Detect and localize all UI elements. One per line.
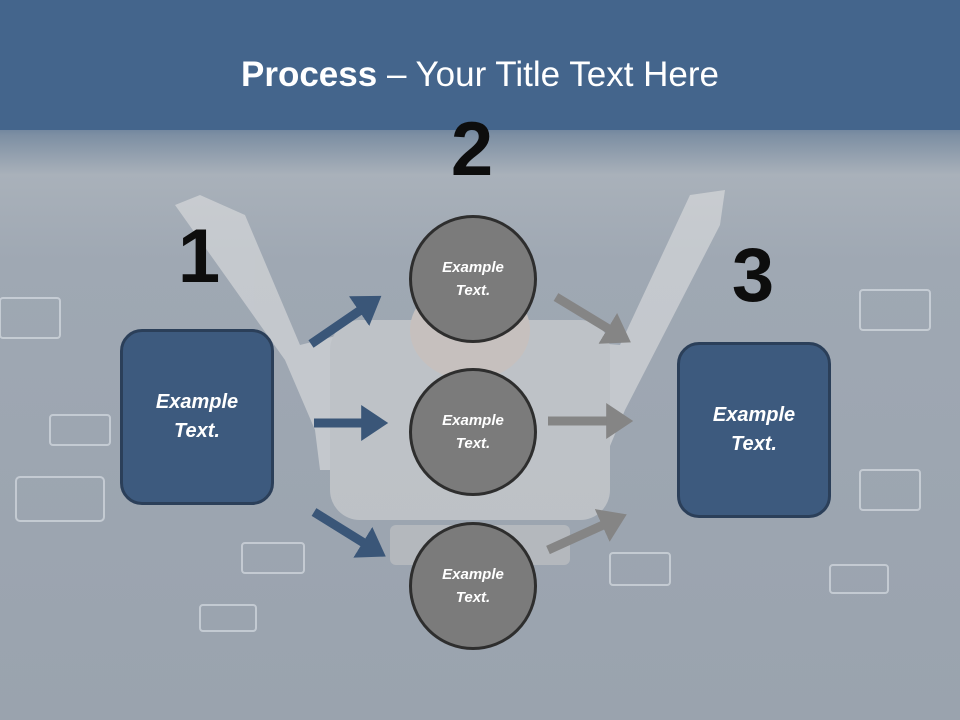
circle-middle: Example Text.	[409, 368, 537, 496]
envelope-icons	[0, 289, 931, 632]
circle-bottom-line2: Text.	[455, 589, 491, 606]
step-number-1: 1	[177, 214, 221, 299]
arrow-to-bottom-circle	[311, 508, 386, 558]
arrow-to-top-circle	[308, 295, 382, 348]
slide-title: Process – Your Title Text Here	[0, 52, 960, 98]
circle-top-line1: Example	[442, 259, 504, 276]
arrow-top-to-step3	[553, 293, 631, 344]
step-number-3: 3	[731, 233, 775, 318]
step-3-text-line2: Text.	[731, 433, 777, 455]
step-3-text-line1: Example	[712, 404, 796, 426]
title-bold: Process	[241, 55, 378, 94]
step-1-box: Example Text.	[120, 329, 274, 505]
circle-middle-line2: Text.	[455, 435, 491, 452]
title-rest: – Your Title Text Here	[377, 55, 719, 94]
header-band	[0, 0, 960, 130]
circle-bottom-line1: Example	[442, 566, 504, 583]
step-number-2: 2	[450, 107, 494, 192]
circle-middle-line1: Example	[442, 412, 504, 429]
circle-top: Example Text.	[409, 215, 537, 343]
circle-bottom: Example Text.	[409, 522, 537, 650]
step-1-text-line1: Example	[155, 391, 239, 413]
circle-top-line2: Text.	[455, 282, 491, 299]
arrow-bottom-to-step3	[546, 509, 627, 555]
step-1-text-line2: Text.	[174, 420, 220, 442]
step-3-box: Example Text.	[677, 342, 831, 518]
